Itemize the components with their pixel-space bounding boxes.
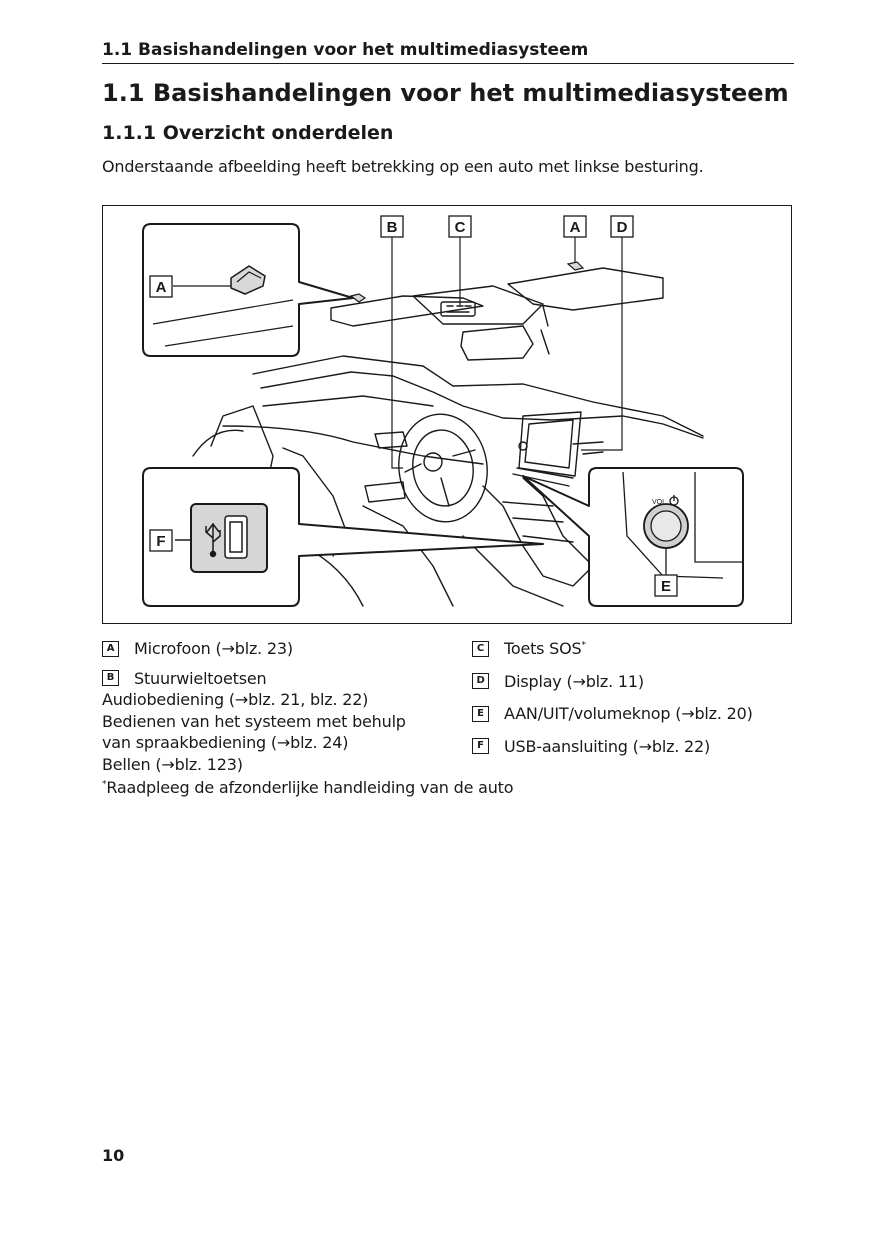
callout-d bbox=[610, 215, 634, 238]
center-console bbox=[482, 477, 594, 587]
legend-item-b: B Stuurwieltoetsen Audiobediening (→blz.… bbox=[102, 668, 462, 776]
rear-view-mirror bbox=[460, 325, 534, 361]
legend-item-e: E AAN/UIT/volumeknop (→blz. 20) bbox=[472, 703, 792, 725]
legend-key-d: D bbox=[472, 673, 489, 690]
legend-key-a: A bbox=[102, 640, 119, 657]
callout-b-label: B bbox=[387, 219, 398, 236]
callout-a-top bbox=[563, 215, 587, 238]
callout-c-label: C bbox=[455, 219, 466, 236]
right-sun-visor bbox=[507, 267, 664, 311]
legend-item-d: D Display (→blz. 11) bbox=[472, 671, 792, 693]
dashboard-illustration: VOL B C A D A F E bbox=[102, 205, 792, 624]
callout-b bbox=[380, 215, 404, 238]
microphone-icon bbox=[230, 265, 266, 295]
legend-item-c: C Toets SOS* bbox=[472, 638, 792, 660]
section-title: 1.1 Basishandelingen voor het multimedia… bbox=[102, 79, 789, 107]
overhead-console bbox=[412, 285, 544, 325]
legend-b-line-call: Bellen (→blz. 123) bbox=[102, 754, 243, 774]
knob-vol-label: VOL bbox=[652, 499, 666, 506]
running-header: 1.1 Basishandelingen voor het multimedia… bbox=[102, 40, 794, 64]
legend-item-a: A Microfoon (→blz. 23) bbox=[102, 638, 462, 660]
legend-item-f: F USB-aansluiting (→blz. 22) bbox=[472, 736, 792, 758]
legend-b-line-audio: Audiobediening (→blz. 21, blz. 22) bbox=[102, 690, 369, 709]
legend-key-e: E bbox=[472, 705, 489, 722]
callout-c bbox=[448, 215, 472, 238]
legend-label-f: USB-aansluiting (→blz. 22) bbox=[504, 736, 711, 756]
steering-wheel bbox=[398, 413, 488, 523]
legend-key-f: F bbox=[472, 738, 489, 755]
legend-right: C Toets SOS* D Display (→blz. 11) E AAN/… bbox=[472, 638, 792, 768]
volume-knob-inset bbox=[522, 467, 744, 607]
callout-a-top-label: A bbox=[570, 219, 581, 236]
intro-text: Onderstaande afbeelding heeft betrekking… bbox=[102, 157, 704, 176]
callout-e bbox=[654, 574, 678, 597]
legend-label-e: AAN/UIT/volumeknop (→blz. 20) bbox=[504, 704, 753, 723]
legend-c-footnote-mark: * bbox=[581, 640, 587, 651]
legend-key-b: B bbox=[102, 670, 119, 687]
legend-key-c: C bbox=[472, 640, 489, 657]
dashboard-top bbox=[260, 371, 704, 439]
legend-label-a: Microfoon (→blz. 23) bbox=[134, 639, 293, 658]
footnote-mark: * bbox=[102, 779, 107, 790]
callout-a-inset-label: A bbox=[156, 279, 167, 296]
legend-label-c: Toets SOS bbox=[504, 639, 582, 658]
legend-label-d: Display (→blz. 11) bbox=[504, 671, 644, 691]
usb-symbol-icon bbox=[205, 522, 221, 552]
footnote-text: Raadpleeg de afzonderlijke handleiding v… bbox=[106, 778, 514, 797]
center-display bbox=[518, 411, 582, 477]
legend-label-b: Stuurwieltoetsen bbox=[134, 668, 267, 688]
subsection-title: 1.1.1 Overzicht onderdelen bbox=[102, 122, 394, 144]
windshield-frame bbox=[252, 355, 704, 437]
sos-panel bbox=[440, 301, 476, 317]
callout-d-label: D bbox=[617, 219, 628, 236]
left-sun-visor bbox=[330, 295, 484, 327]
dashboard-lower bbox=[222, 425, 484, 465]
legend-b-line-voice-2: van spraakbediening (→blz. 24) bbox=[102, 733, 349, 752]
callout-f bbox=[149, 529, 173, 552]
callout-e-label: E bbox=[661, 578, 671, 595]
callout-a-inset bbox=[149, 275, 173, 298]
page-number: 10 bbox=[102, 1146, 125, 1165]
footnote: *Raadpleeg de afzonderlijke handleiding … bbox=[102, 778, 514, 798]
legend-left: A Microfoon (→blz. 23) B Stuurwieltoetse… bbox=[102, 638, 462, 775]
legend-b-line-voice-1: Bedienen van het systeem met behulp bbox=[102, 711, 406, 731]
callout-f-label: F bbox=[156, 533, 165, 550]
